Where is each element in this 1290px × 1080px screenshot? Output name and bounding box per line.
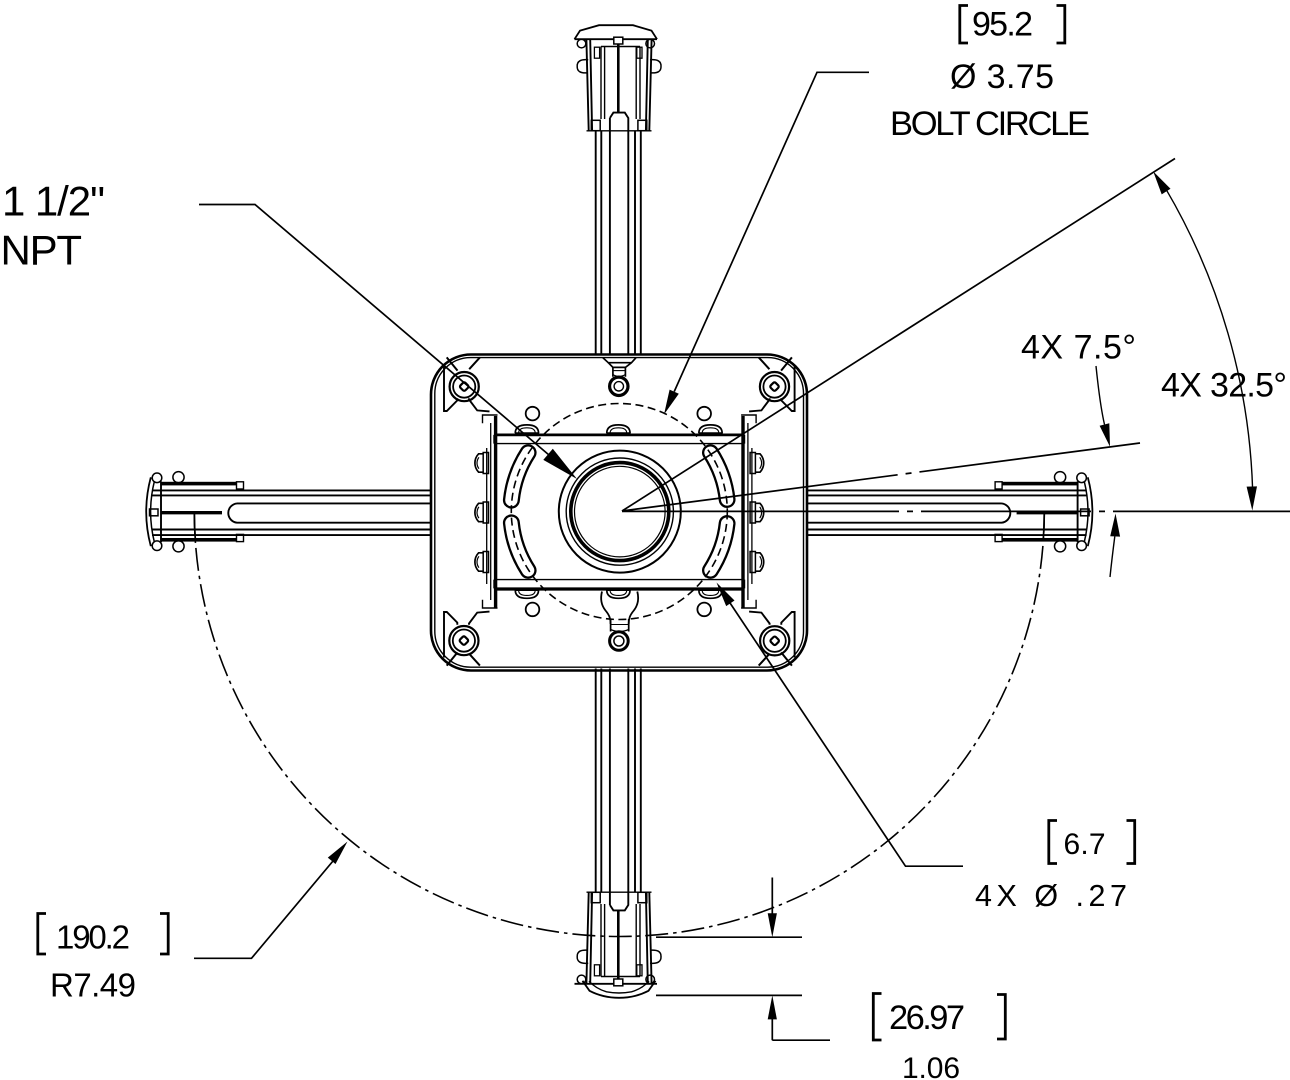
svg-text:26.97: 26.97 bbox=[889, 999, 965, 1037]
svg-text:1 1/2": 1 1/2" bbox=[2, 178, 105, 225]
svg-text:4X 7.5°: 4X 7.5° bbox=[1021, 329, 1136, 367]
svg-text:95.2: 95.2 bbox=[972, 6, 1033, 44]
svg-text:4X 32.5°: 4X 32.5° bbox=[1161, 367, 1287, 405]
svg-text:BOLT CIRCLE: BOLT CIRCLE bbox=[890, 105, 1090, 143]
svg-text:1.06: 1.06 bbox=[902, 1052, 960, 1080]
svg-text:Ø 3.75: Ø 3.75 bbox=[950, 58, 1054, 96]
svg-text:190.2: 190.2 bbox=[56, 919, 130, 956]
svg-text:4X Ø .27: 4X Ø .27 bbox=[975, 879, 1127, 913]
svg-text:6.7: 6.7 bbox=[1064, 828, 1106, 861]
svg-text:R7.49: R7.49 bbox=[50, 967, 136, 1004]
svg-text:NPT: NPT bbox=[1, 227, 83, 274]
